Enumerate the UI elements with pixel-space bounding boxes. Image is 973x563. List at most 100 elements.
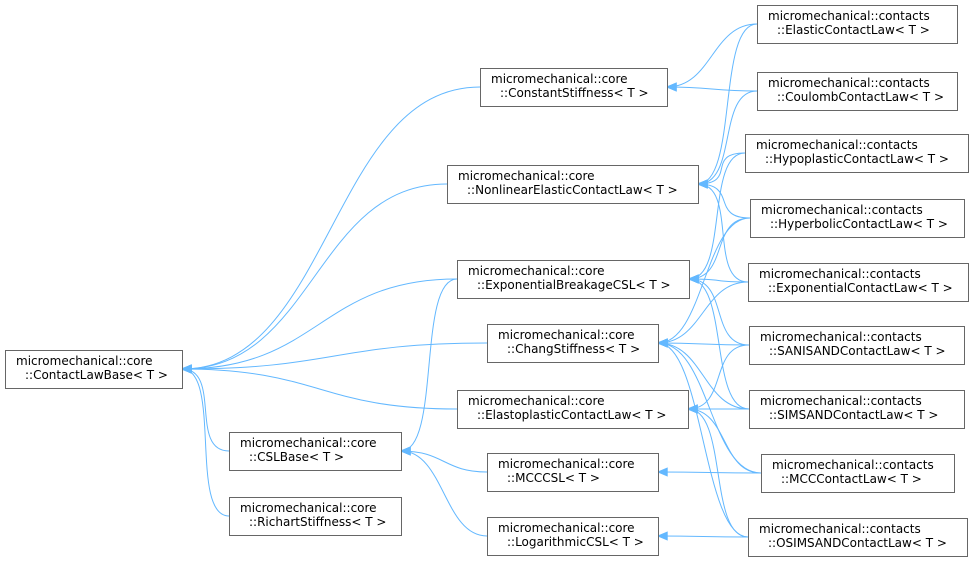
class-namespace-label: micromechanical::core — [468, 264, 605, 278]
class-name-label: ::ExponentialContactLaw< T > — [768, 281, 953, 295]
inheritance-arrowhead — [656, 338, 668, 348]
class-node-exponential-breakage-csl[interactable]: micromechanical::core::ExponentialBreaka… — [457, 260, 690, 299]
class-name-label: ::MCCCSL< T > — [507, 471, 600, 485]
inheritance-edge — [656, 531, 749, 541]
class-node-logarithmic-csl[interactable]: micromechanical::core::LogarithmicCSL< T… — [487, 517, 659, 556]
class-name-label: ::MCCContactLaw< T > — [781, 472, 922, 486]
inheritance-edge — [399, 446, 488, 473]
class-node-coulomb-contact-law[interactable]: micromechanical::contacts::CoulombContac… — [757, 72, 958, 111]
inheritance-edge — [665, 23, 758, 92]
class-node-simsand-contact-law[interactable]: micromechanical::contacts::SIMSANDContac… — [749, 390, 965, 429]
class-node-box — [750, 199, 965, 238]
inheritance-edge — [687, 274, 750, 346]
class-node-nonlinear-elastic[interactable]: micromechanical::core::NonlinearElasticC… — [447, 165, 699, 204]
class-name-label: ::ConstantStiffness< T > — [500, 86, 649, 100]
class-node-box — [457, 260, 690, 299]
class-node-box — [761, 454, 955, 493]
class-namespace-label: micromechanical::core — [240, 501, 377, 515]
class-node-box — [757, 5, 958, 44]
class-node-chang-stiffness[interactable]: micromechanical::core::ChangStiffness< T… — [487, 324, 659, 363]
class-node-box — [457, 390, 689, 429]
class-namespace-label: micromechanical::contacts — [768, 76, 930, 90]
class-namespace-label: micromechanical::core — [491, 72, 628, 86]
class-node-box — [5, 350, 183, 389]
class-node-mcc-contact-law[interactable]: micromechanical::contacts::MCCContactLaw… — [761, 454, 955, 493]
class-node-box — [487, 324, 659, 363]
inheritance-edge — [665, 82, 758, 92]
inheritance-edge — [656, 467, 762, 477]
class-node-hyperbolic-contact-law[interactable]: micromechanical::contacts::HyperbolicCon… — [750, 199, 965, 238]
class-namespace-label: micromechanical::contacts — [760, 330, 922, 344]
class-node-box — [745, 134, 969, 173]
class-namespace-label: micromechanical::core — [498, 457, 635, 471]
inheritance-arrowhead — [399, 446, 411, 456]
inheritance-edges — [180, 23, 762, 541]
class-node-box — [748, 263, 969, 302]
class-node-box — [487, 453, 659, 492]
class-namespace-label: micromechanical::core — [458, 169, 595, 183]
class-namespace-label: micromechanical::core — [498, 521, 635, 535]
class-node-box — [447, 165, 699, 204]
inheritance-edge — [696, 179, 749, 283]
class-name-label: ::LogarithmicCSL< T > — [507, 535, 644, 549]
class-node-box — [749, 390, 965, 429]
class-namespace-label: micromechanical::core — [240, 436, 377, 450]
inheritance-arrowhead — [665, 82, 677, 92]
class-node-elastoplastic[interactable]: micromechanical::core::ElastoplasticCont… — [457, 390, 689, 429]
class-name-label: ::ChangStiffness< T > — [507, 342, 640, 356]
class-namespace-label: micromechanical::contacts — [756, 138, 918, 152]
inheritance-arrowhead — [696, 179, 708, 189]
class-namespace-label: micromechanical::contacts — [759, 267, 921, 281]
inheritance-edge — [399, 446, 488, 537]
class-namespace-label: micromechanical::core — [468, 394, 605, 408]
class-node-elastic-contact-law[interactable]: micromechanical::contacts::ElasticContac… — [757, 5, 958, 44]
class-name-label: ::ElastoplasticContactLaw< T > — [477, 408, 666, 422]
inheritance-arrowhead — [656, 467, 668, 477]
class-node-box — [748, 518, 968, 557]
inheritance-edge — [686, 404, 749, 538]
inheritance-edge — [180, 342, 488, 374]
class-namespace-label: micromechanical::contacts — [772, 458, 934, 472]
class-name-label: ::CoulombContactLaw< T > — [777, 90, 944, 104]
class-node-box — [229, 497, 402, 536]
inheritance-arrowhead — [180, 364, 192, 374]
inheritance-edge — [656, 338, 749, 538]
class-node-box — [749, 326, 965, 365]
class-name-label: ::CSLBase< T > — [249, 450, 344, 464]
class-node-contact-law-base[interactable]: micromechanical::core::ContactLawBase< T… — [5, 350, 183, 389]
class-node-hypoplastic-contact-law[interactable]: micromechanical::contacts::HypoplasticCo… — [745, 134, 969, 173]
class-namespace-label: micromechanical::contacts — [761, 203, 923, 217]
class-node-richart-stiffness[interactable]: micromechanical::core::RichartStiffness<… — [229, 497, 402, 536]
class-node-sanisand-contact-law[interactable]: micromechanical::contacts::SANISANDConta… — [749, 326, 965, 365]
class-name-label: ::ContactLawBase< T > — [25, 368, 168, 382]
class-node-box — [487, 517, 659, 556]
class-name-label: ::HyperbolicContactLaw< T > — [770, 217, 948, 231]
class-name-label: ::RichartStiffness< T > — [249, 515, 386, 529]
class-node-constant-stiffness[interactable]: micromechanical::core::ConstantStiffness… — [480, 68, 668, 107]
inheritance-edge — [687, 217, 751, 284]
class-name-label: ::ElasticContactLaw< T > — [777, 23, 930, 37]
inheritance-edge — [180, 86, 481, 374]
inheritance-arrowhead — [686, 404, 698, 414]
inheritance-edge — [399, 278, 458, 456]
class-node-box — [757, 72, 958, 111]
inheritance-edge — [687, 274, 750, 410]
class-node-box — [480, 68, 668, 107]
class-node-exponential-contact-law[interactable]: micromechanical::contacts::ExponentialCo… — [748, 263, 969, 302]
class-name-label: ::HypoplasticContactLaw< T > — [765, 152, 949, 166]
class-node-csl-base[interactable]: micromechanical::core::CSLBase< T > — [229, 432, 402, 471]
class-node-mcc-csl[interactable]: micromechanical::core::MCCCSL< T > — [487, 453, 659, 492]
class-namespace-label: micromechanical::core — [16, 354, 153, 368]
class-namespace-label: micromechanical::core — [498, 328, 635, 342]
inheritance-edge — [180, 364, 230, 517]
class-node-osimsand-contact-law[interactable]: micromechanical::contacts::OSIMSANDConta… — [748, 518, 968, 557]
class-name-label: ::ExponentialBreakageCSL< T > — [477, 278, 671, 292]
inheritance-arrowhead — [687, 274, 699, 284]
inheritance-arrowhead — [656, 531, 668, 541]
inheritance-edge — [180, 183, 448, 374]
class-node-box — [229, 432, 402, 471]
inheritance-edge — [180, 364, 458, 410]
class-namespace-label: micromechanical::contacts — [759, 522, 921, 536]
class-name-label: ::SIMSANDContactLaw< T > — [769, 408, 938, 422]
